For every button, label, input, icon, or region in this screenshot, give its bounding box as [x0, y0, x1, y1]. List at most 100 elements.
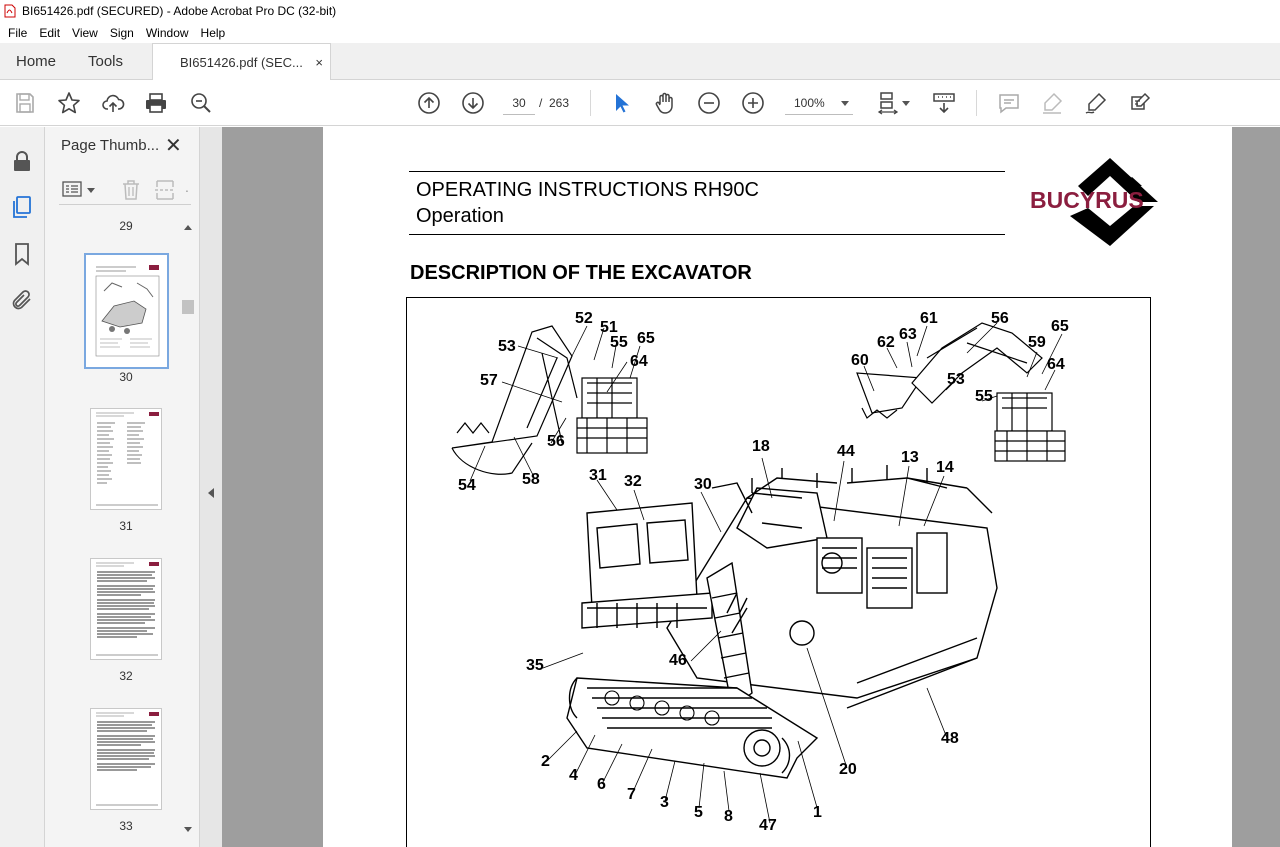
menu-bar: File Edit View Sign Window Help [0, 22, 1280, 43]
save-icon[interactable] [13, 91, 37, 115]
callout-label: 8 [724, 808, 733, 825]
draw-sign-icon[interactable] [1084, 91, 1108, 115]
document-area: OPERATING INSTRUCTIONS RH90C Operation B… [222, 127, 1280, 847]
callout-label: 56 [547, 433, 565, 450]
scroll-thumb[interactable] [182, 300, 194, 314]
callout-label: 4 [569, 767, 578, 784]
callout-label: 1 [813, 804, 822, 821]
callout-label: 57 [480, 372, 498, 389]
callout-label: 65 [1051, 318, 1069, 335]
excavator-diagram [451, 322, 1066, 824]
left-rail [0, 127, 45, 847]
chevron-down-icon[interactable] [87, 188, 95, 193]
callout-label: 32 [624, 473, 642, 490]
callout-label: 13 [901, 449, 919, 466]
bookmark-icon[interactable] [10, 242, 34, 266]
scroll-down-icon[interactable] [184, 827, 192, 832]
pdf-file-icon [4, 4, 16, 18]
callout-label: 18 [752, 438, 770, 455]
thumbnail-options-icon[interactable] [62, 181, 82, 197]
zoom-level-dropdown[interactable]: 100% [785, 91, 853, 115]
thumbnail-label: 29 [119, 219, 133, 233]
thumbnail-label: 32 [119, 669, 133, 683]
page-total: 263 [549, 96, 570, 110]
thumbnail-page[interactable] [90, 408, 162, 510]
callout-label: 61 [920, 310, 938, 327]
lock-icon[interactable] [10, 149, 34, 173]
callout-label: 35 [526, 657, 544, 674]
zoom-search-icon[interactable] [189, 91, 213, 115]
toolbar-divider [590, 90, 591, 116]
menu-view[interactable]: View [72, 25, 98, 40]
next-page-icon[interactable] [461, 91, 485, 115]
menu-window[interactable]: Window [145, 25, 189, 40]
scroll-up-icon[interactable] [184, 225, 192, 230]
callout-label: 7 [627, 786, 636, 803]
menu-file[interactable]: File [8, 25, 28, 40]
callout-label: 64 [1047, 356, 1065, 373]
more-tools-icon[interactable]: . [185, 179, 189, 195]
callout-label: 53 [498, 338, 516, 355]
hand-tool-icon[interactable] [653, 91, 677, 115]
select-arrow-icon[interactable] [609, 91, 633, 115]
bucyrus-logo: BUCYRUS [1030, 158, 1174, 246]
tab-tools[interactable]: Tools [88, 53, 124, 70]
callout-label: 64 [630, 353, 648, 370]
logo-text: BUCYRUS [1030, 187, 1144, 213]
previous-page-icon[interactable] [417, 91, 441, 115]
window-title: BI651426.pdf (SECURED) - Adobe Acrobat P… [22, 4, 337, 18]
thumbnail-page-selected[interactable] [84, 253, 169, 369]
callout-label: 6 [597, 776, 606, 793]
page-thumbnails-icon[interactable] [10, 195, 34, 219]
scroll-mode-icon[interactable] [932, 91, 956, 115]
page-number-input[interactable] [503, 91, 535, 115]
star-icon[interactable] [57, 91, 81, 115]
highlight-icon[interactable] [1040, 91, 1064, 115]
callout-label: 20 [839, 761, 857, 778]
menu-help[interactable]: Help [200, 25, 226, 40]
thumbnail-label: 33 [119, 819, 133, 833]
extract-page-icon[interactable] [154, 179, 176, 201]
attachment-icon[interactable] [10, 288, 34, 312]
callout-label: 52 [575, 310, 593, 327]
upload-cloud-icon[interactable] [101, 91, 125, 115]
delete-page-icon[interactable] [121, 179, 141, 201]
toolbar-divider [976, 90, 977, 116]
tab-document[interactable]: BI651426.pdf (SEC... × [152, 43, 331, 81]
close-panel-icon[interactable]: ✕ [165, 135, 182, 157]
thumbnail-label: 31 [119, 519, 133, 533]
callout-label: 56 [991, 310, 1009, 327]
fill-sign-icon[interactable] [1128, 91, 1152, 115]
tab-document-label: BI651426.pdf (SEC... [180, 55, 303, 70]
page-fit-icon[interactable] [877, 91, 901, 115]
thumbnail-page[interactable] [90, 558, 162, 660]
callout-label: 14 [936, 459, 954, 476]
callout-label: 2 [541, 753, 550, 770]
callout-label: 58 [522, 471, 540, 488]
menu-edit[interactable]: Edit [39, 25, 61, 40]
section-heading: DESCRIPTION OF THE EXCAVATOR [410, 262, 752, 284]
callout-label: 59 [1028, 334, 1046, 351]
chevron-down-icon[interactable] [902, 101, 910, 106]
document-scrollbar[interactable] [1263, 127, 1280, 847]
thumbnail-label: 30 [119, 370, 133, 384]
zoom-out-icon[interactable] [697, 91, 721, 115]
thumbnail-page[interactable] [90, 708, 162, 810]
callout-label: 47 [759, 817, 777, 834]
menu-sign[interactable]: Sign [109, 25, 134, 40]
close-tab-icon[interactable]: × [315, 55, 323, 70]
thumbnail-scrollbar[interactable] [181, 221, 195, 841]
callout-label: 48 [941, 730, 959, 747]
callout-label: 65 [637, 330, 655, 347]
callout-label: 60 [851, 352, 869, 369]
tab-bar: Home Tools BI651426.pdf (SEC... × [0, 43, 1280, 81]
collapse-panel-icon[interactable] [208, 488, 214, 498]
tab-home[interactable]: Home [16, 53, 57, 70]
thumbnails-panel: Page Thumb... ✕ . 29 30 3 [45, 127, 200, 847]
thumbnail-preview [96, 412, 159, 506]
print-icon[interactable] [144, 91, 168, 115]
callout-label: 51 [600, 319, 618, 336]
panel-splitter[interactable] [200, 127, 222, 847]
comment-icon[interactable] [997, 91, 1021, 115]
zoom-in-icon[interactable] [741, 91, 765, 115]
